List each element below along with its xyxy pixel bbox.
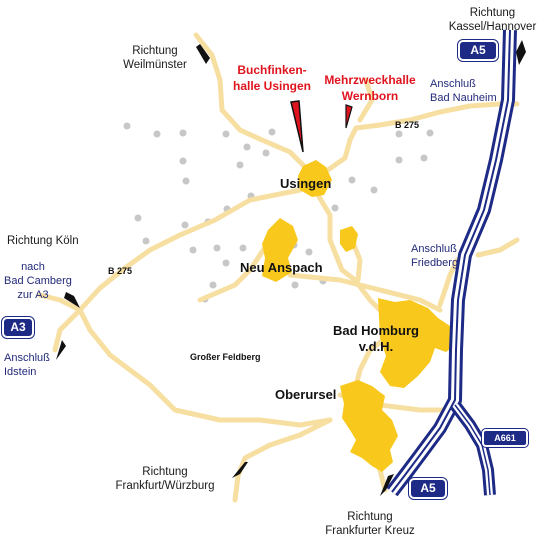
motorway-a661	[450, 401, 496, 496]
direction-arrows	[56, 40, 526, 496]
direction-kassel-hannover: Richtung Kassel/Hannover	[448, 7, 537, 33]
direction-koeln: Richtung Köln	[7, 235, 79, 247]
a5-shield-top: A5	[457, 39, 499, 62]
motorway-a5	[386, 29, 517, 497]
a3-shield: A3	[1, 316, 35, 339]
town-areas	[262, 160, 455, 472]
connection-friedberg: Anschluß Friedberg	[411, 243, 459, 269]
town-bad-homburg: Bad Homburg v.d.H.	[333, 323, 419, 354]
direction-frankfurter-kreuz: Richtung Frankfurter Kreuz	[325, 511, 415, 537]
landmark-grosser-feldberg: Großer Feldberg	[190, 352, 261, 362]
buchfinkenhalle-marker	[290, 100, 304, 153]
friedberg-road	[475, 237, 520, 258]
connection-bad-nauheim: Anschluß Bad Nauheim	[430, 78, 497, 104]
town-usingen: Usingen	[280, 176, 332, 191]
a5-shield-bottom: A5	[408, 477, 448, 500]
connection-idstein: Anschluß Idstein	[4, 352, 50, 378]
direction-weilmuenster: Richtung Weilmünster	[123, 45, 187, 71]
road-label-b275-east: B 275	[395, 120, 420, 130]
roads	[37, 32, 520, 503]
road-label-b275-west: B 275	[108, 266, 133, 276]
venue-mehrzweckhalle-wernborn: Mehrzweckhalle Wernborn	[324, 73, 416, 103]
direction-frankfurt-wuerzburg: Richtung Frankfurt/Würzburg	[115, 466, 215, 492]
town-oberursel: Oberursel	[275, 387, 337, 402]
a661-shield: A661	[481, 428, 529, 448]
town-neu-anspach: Neu Anspach	[240, 260, 323, 275]
venue-buchfinkenhalle-usingen: Buchfinken- halle Usingen	[232, 63, 312, 93]
connection-bad-camberg: nach Bad Camberg zur A3	[4, 261, 72, 301]
mehrzweckhalle-marker	[345, 104, 353, 129]
